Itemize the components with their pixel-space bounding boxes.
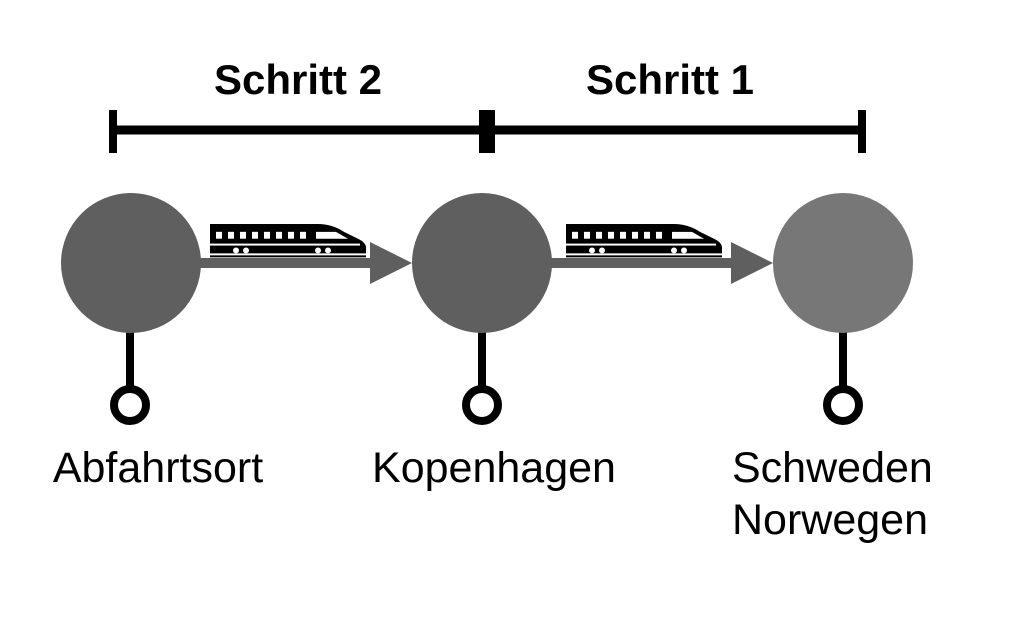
step-bracket-1: Schritt 1 (490, 56, 866, 153)
step-label-1: Schritt 1 (586, 56, 754, 103)
train-icon (566, 224, 722, 258)
station-node (412, 193, 552, 333)
arrow-2-to-3 (550, 242, 773, 284)
step-bracket-2: Schritt 2 (109, 56, 483, 153)
arrow-1-to-2 (200, 242, 412, 284)
train-icon (210, 224, 366, 258)
stop-label-sweden-norway: Schweden Norwegen (732, 444, 945, 544)
station-pin-icon (110, 385, 150, 425)
stop-label-copenhagen: Kopenhagen (372, 444, 616, 492)
stop-departure: Abfahrtsort (53, 193, 263, 492)
station-pin-icon (462, 385, 502, 425)
station-node (61, 193, 201, 333)
bracket-tick-middle (479, 110, 495, 153)
station-pin-icon (823, 385, 863, 425)
step-label-2: Schritt 2 (214, 56, 382, 103)
station-node (773, 193, 913, 333)
stop-sweden-norway: Schweden Norwegen (732, 193, 945, 544)
stop-label-departure: Abfahrtsort (53, 444, 263, 492)
stop-copenhagen: Kopenhagen (372, 193, 616, 492)
